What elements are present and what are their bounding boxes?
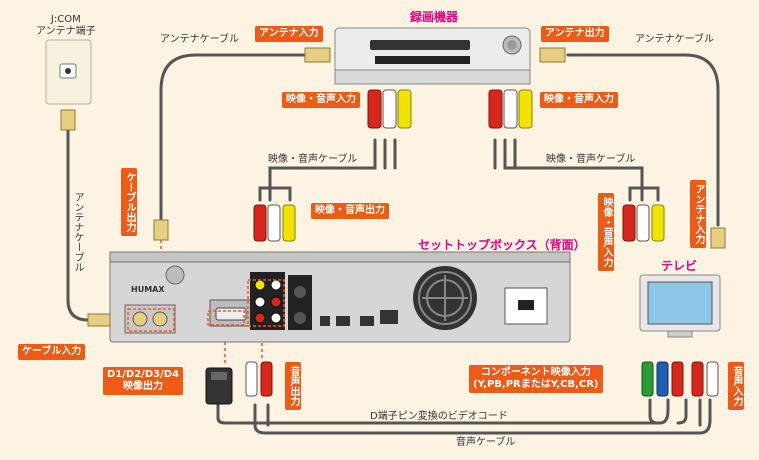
outlet-connector xyxy=(60,109,76,131)
tag-antenna-out: アンテナ出力 xyxy=(541,26,609,42)
tag-cable-in: ケーブル入力 xyxy=(18,344,86,360)
cable-lines xyxy=(66,53,720,435)
tag-d-out: D1/D2/D3/D4 映像出力 xyxy=(103,367,183,395)
av-cable-left-label: 映像・音声ケーブル xyxy=(268,154,358,165)
tag-antenna-in: アンテナ入力 xyxy=(255,26,323,42)
audio-cable-label: 音声ケーブル xyxy=(456,437,516,448)
tag-audio-in: 音声入力 xyxy=(728,362,744,410)
jcom-outlet-device xyxy=(45,39,92,105)
cable-stb-to-recorder xyxy=(159,53,307,227)
tv-component-plugs xyxy=(641,361,719,397)
recorder-av-out-plugs xyxy=(488,89,533,129)
av-cable-left xyxy=(268,138,377,202)
stb-title: セットトップボックス（背面） xyxy=(418,238,586,252)
highlight-boxes xyxy=(127,279,285,332)
tag-audio-out: 音声出力 xyxy=(285,362,301,410)
recorder-antenna-in-plug xyxy=(304,47,331,63)
stb-audio-out-plugs xyxy=(245,361,273,397)
tv-av-in-plugs xyxy=(622,204,665,242)
d-pin-cable-label: D端子ピン変換のビデオコード xyxy=(370,411,508,422)
audio-cable xyxy=(253,398,712,435)
tag-cable-out: ケーブル出力 xyxy=(121,168,137,236)
tag-tv-av-in: 映像・音声入力 xyxy=(598,193,614,271)
stb-device xyxy=(109,251,571,343)
recorder-device xyxy=(334,27,531,85)
antenna-cable-right-label: アンテナケーブル xyxy=(635,34,714,45)
tag-component-in: コンポーネント映像入力 (Y,PB,PRまたはY,CB,CR) xyxy=(469,365,603,393)
jcom-outlet-label: J:COM アンテナ端子 xyxy=(36,14,96,37)
av-cable-right xyxy=(503,138,644,202)
cable-recorder-to-tv xyxy=(566,53,720,227)
antenna-cable-outlet-label: アンテナケーブル xyxy=(72,192,83,272)
d-pin-cable xyxy=(216,398,670,425)
stb-brand-label: HUMAX xyxy=(131,285,165,294)
tag-av-out: 映像・音声出力 xyxy=(311,203,389,219)
stb-cable-out-plug xyxy=(153,219,169,241)
recorder-av-in-plugs xyxy=(367,89,412,129)
tv-title: テレビ xyxy=(661,259,698,273)
stb-cable-in-plug xyxy=(87,313,111,327)
tag-av-out-recorder: 映像・音声入力 xyxy=(540,92,618,108)
recorder-antenna-out-plug xyxy=(539,47,566,63)
tag-tv-antenna-in: アンテナ入力 xyxy=(690,180,706,248)
recorder-title: 録画機器 xyxy=(410,10,459,24)
av-cable-right-label: 映像・音声ケーブル xyxy=(546,154,636,165)
stb-av-out-plugs xyxy=(253,204,296,242)
antenna-cable-left-label: アンテナケーブル xyxy=(160,34,239,45)
tv-antenna-plug xyxy=(710,227,726,249)
d-pin-connector xyxy=(205,367,233,405)
tv-device xyxy=(639,274,721,338)
tag-av-in: 映像・音声入力 xyxy=(282,92,360,108)
